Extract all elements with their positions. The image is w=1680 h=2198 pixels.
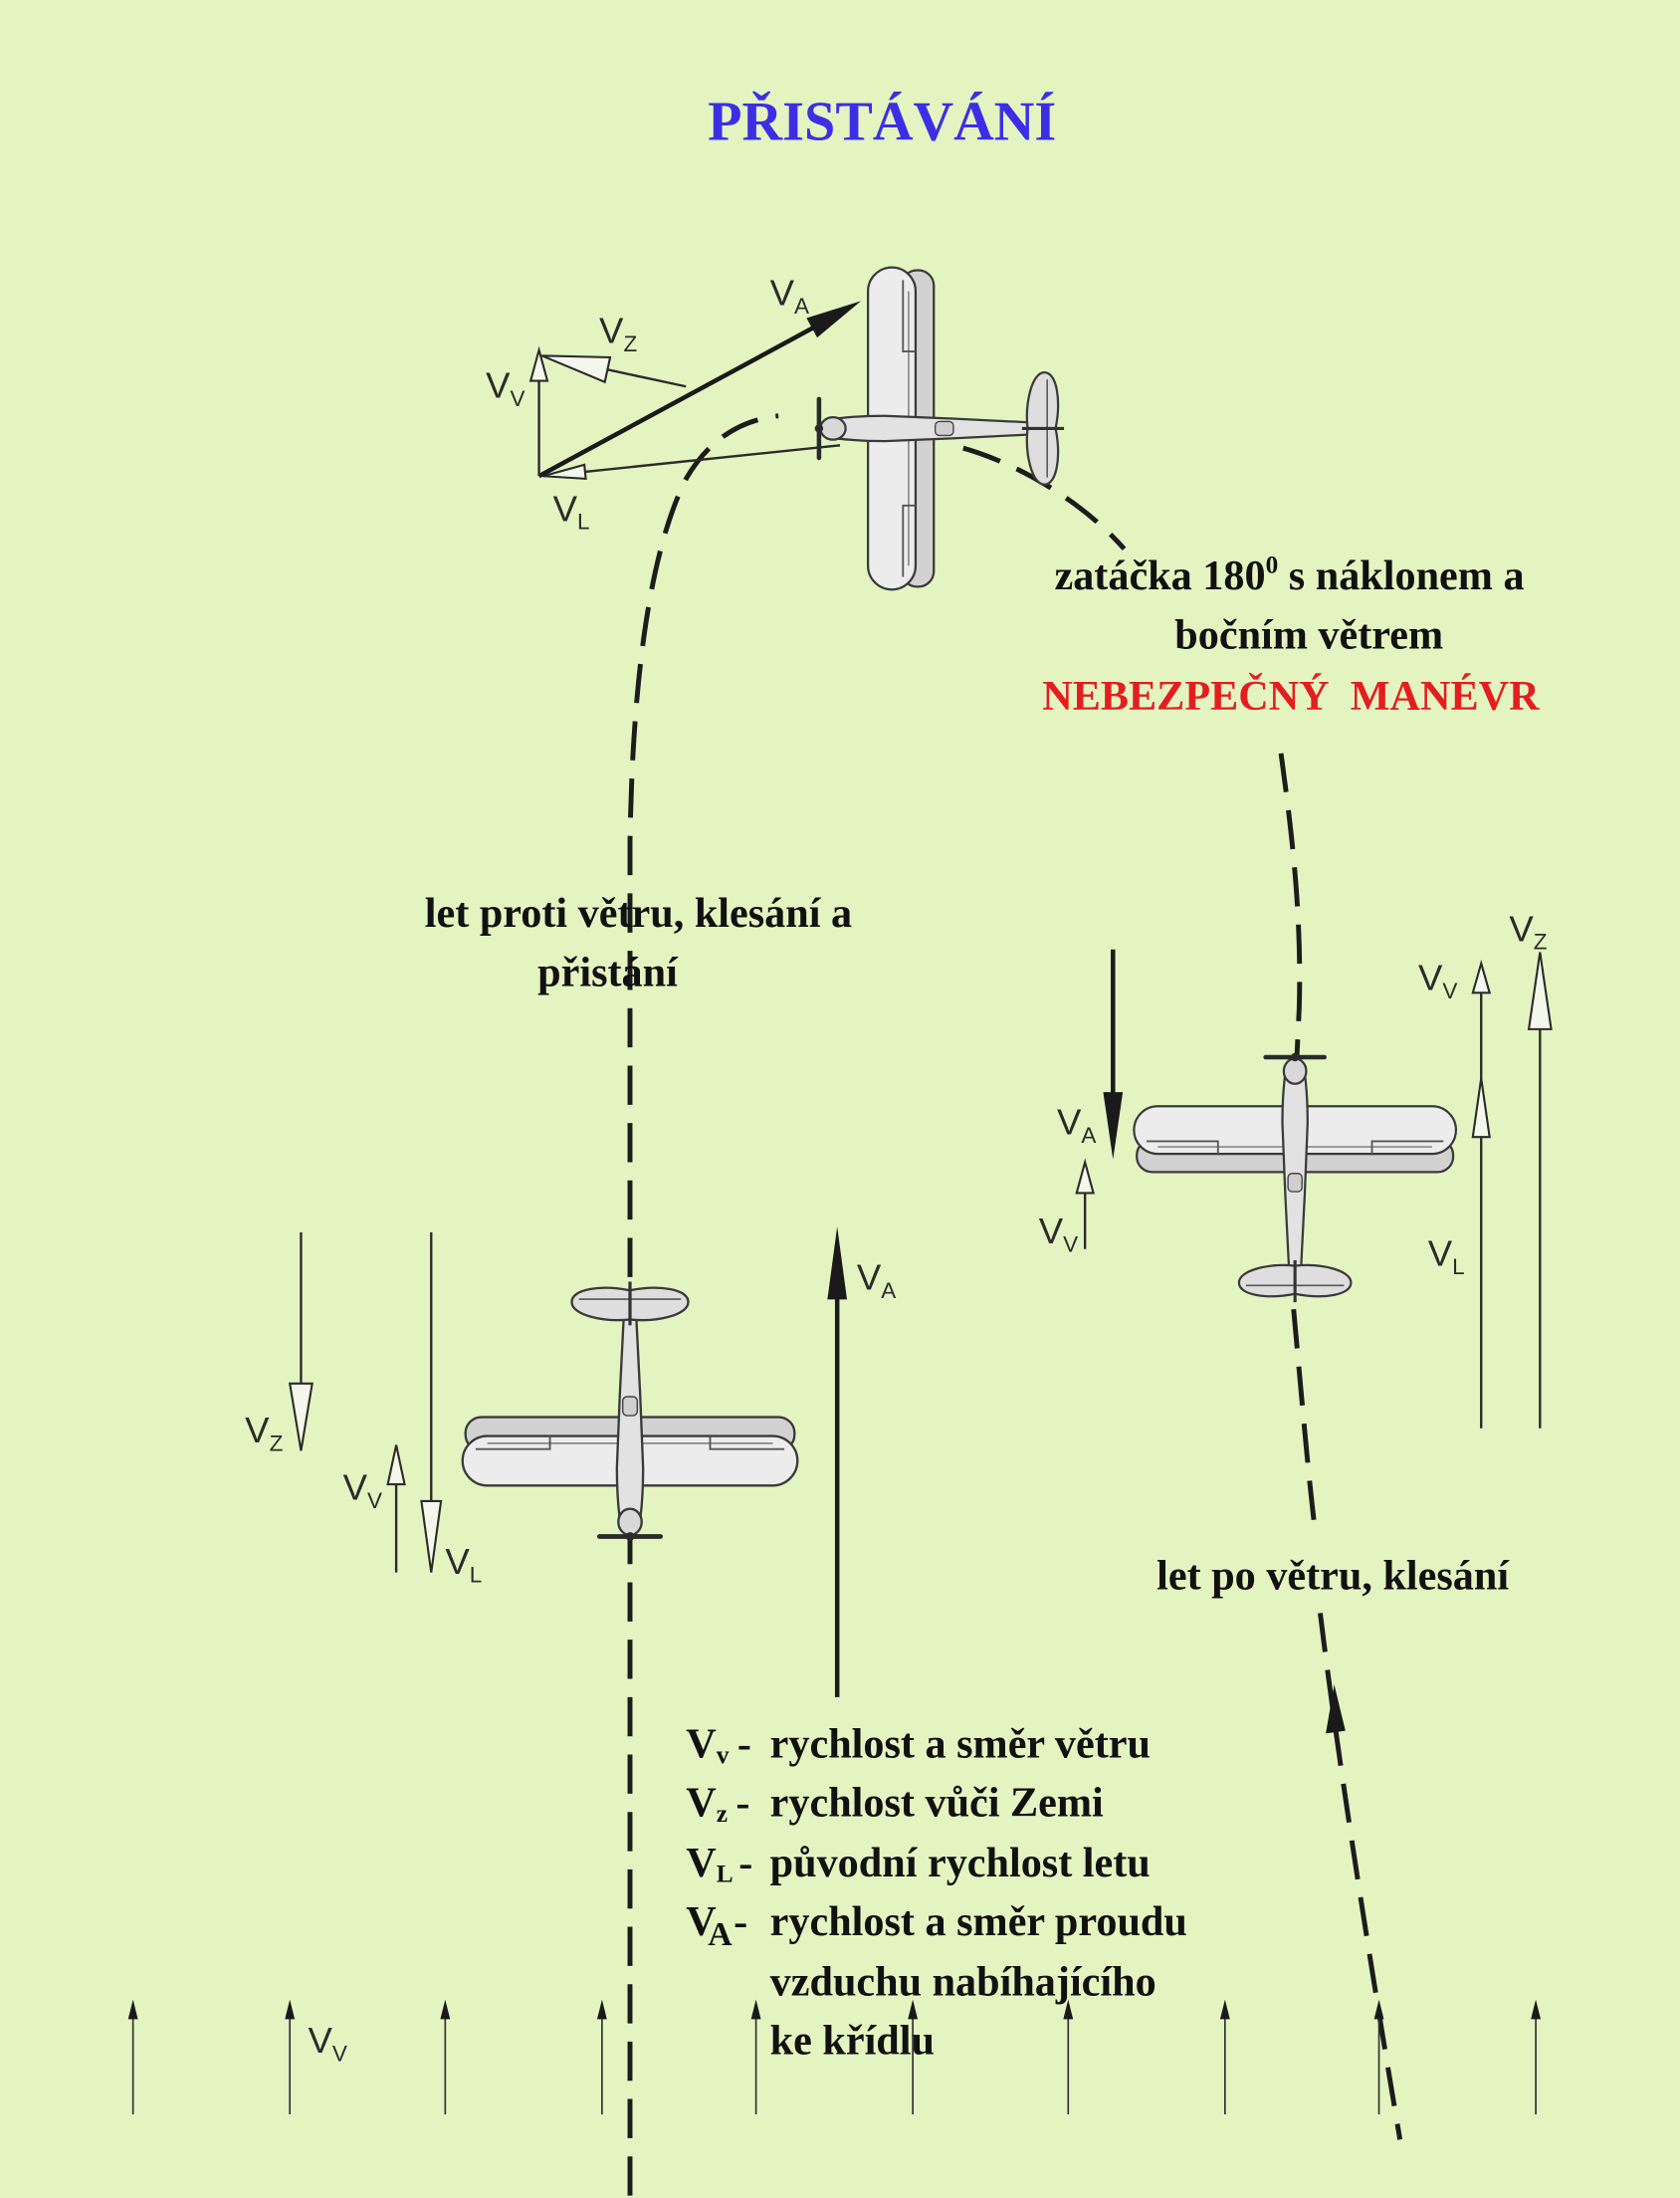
wind-arrow [1219, 1999, 1230, 2115]
flight-path-downwind-upper [1278, 753, 1303, 1067]
vl-arrowhead-upwind [420, 1499, 443, 1573]
danger-warning: NEBEZPEČNÝ MANÉVR [1042, 672, 1540, 720]
va-label-downwind: VA [1057, 1101, 1096, 1147]
vv-arrowhead-upwind [386, 1444, 406, 1486]
wind-arrow [750, 1999, 761, 2115]
upwind-note-line1: let proti větru, klesání a [425, 890, 852, 937]
upwind-note-line2: přistání [537, 949, 679, 995]
vl-label-turn: VL [553, 488, 590, 534]
turn-note-line1: zatáčka 1800 s náklonem a [1054, 550, 1524, 599]
vv-arrowhead-downwind [1471, 959, 1492, 994]
vv-label-turn: VV [486, 364, 525, 410]
legend: Vv- rychlost a směr větru Vz- rychlost v… [686, 1720, 1187, 2064]
vv-label-ground: VV [308, 2020, 346, 2066]
wind-arrow [596, 1999, 607, 2115]
legend-symbol-ground: Vz- [686, 1779, 749, 1828]
vz-vector-turn [607, 368, 687, 388]
vz-label-upwind: VZ [245, 1410, 283, 1455]
vz-arrowhead-upwind [288, 1382, 314, 1451]
va-arrowhead-upwind [827, 1226, 848, 1300]
downwind-note: let po větru, klesání [1156, 1553, 1510, 1600]
turn-vectors [528, 301, 862, 481]
vz-label-turn: VZ [599, 311, 637, 356]
vl-label-upwind: VL [445, 1541, 482, 1587]
va-label-upwind: VA [857, 1257, 896, 1303]
vv-arrowhead-turn [528, 345, 549, 382]
legend-symbol-airflow: VA- [686, 1898, 747, 1953]
upwind-vectors [288, 1226, 848, 1697]
va-label-turn: VA [770, 273, 809, 319]
vv-label-upwind: VV [343, 1467, 382, 1513]
legend-symbol-flight: VL- [686, 1840, 752, 1888]
va-arrowhead-downwind [1103, 1092, 1124, 1160]
vv-small-arrowhead-downwind [1075, 1158, 1095, 1195]
wind-arrow [1531, 1999, 1542, 2115]
flight-path-upwind [627, 413, 779, 2196]
wind-arrow [908, 1999, 919, 2115]
wind-arrow [127, 1999, 138, 2115]
ground-wind-arrows [127, 1999, 1542, 2115]
flight-path-downwind-middle [1291, 1308, 1319, 1538]
wind-arrow [1063, 1999, 1074, 2115]
legend-text-airflow-cont2: ke křídlu [770, 2018, 935, 2065]
wind-arrow [440, 1999, 451, 2115]
vz-arrowhead-downwind [1527, 952, 1553, 1030]
vz-arrowhead-turn [540, 354, 612, 384]
flight-path-downwind-lower [1318, 1613, 1403, 2140]
vl-arrowhead-downwind [1471, 1077, 1491, 1139]
wind-arrow [1373, 1999, 1384, 2115]
wind-arrow [285, 1999, 296, 2115]
downwind-vectors [1075, 949, 1553, 1429]
page-title: PŘISTÁVÁNÍ [708, 91, 1056, 153]
vz-label-downwind: VZ [1509, 908, 1547, 954]
legend-symbol-wind: Vv- [686, 1720, 751, 1769]
turn-note-line2: bočním větrem [1174, 611, 1443, 658]
vl-vector-turn [542, 444, 841, 478]
flight-path-turn-exit [962, 445, 1127, 551]
va-arrowhead-turn [806, 301, 862, 338]
vv-label-downwind: VV [1418, 957, 1457, 1002]
legend-text-flight: původní rychlost letu [770, 1840, 1151, 1886]
vl-label-downwind: VL [1428, 1233, 1465, 1279]
legend-text-ground: rychlost vůči Zemi [770, 1779, 1104, 1826]
vv-small-label-downwind: VV [1039, 1210, 1078, 1256]
va-vector-turn [537, 326, 815, 479]
legend-text-airflow: rychlost a směr proudu [770, 1898, 1187, 1945]
vl-arrowhead-turn [542, 463, 587, 481]
legend-text-wind: rychlost a směr větru [770, 1720, 1151, 1767]
legend-text-airflow-cont1: vzduchu nabíhajícího [770, 1958, 1156, 2005]
flight-path-direction-arrow [1326, 1684, 1346, 1734]
